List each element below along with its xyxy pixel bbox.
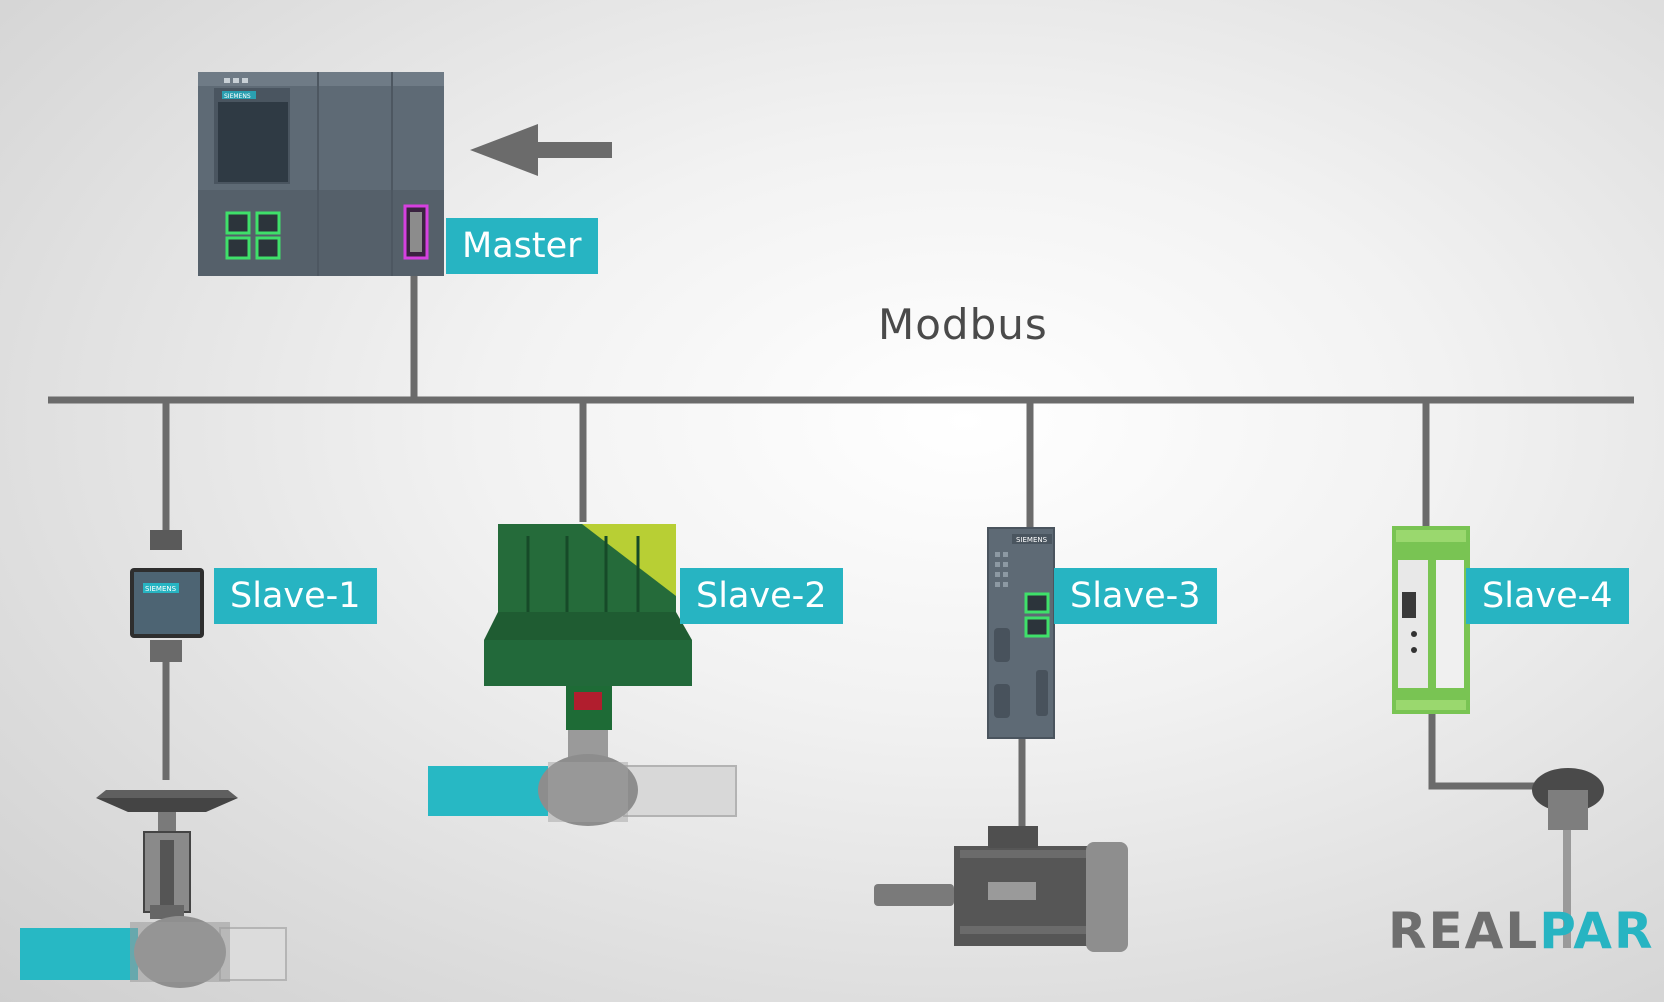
slave3-ethernet-ports-icon	[1024, 592, 1050, 638]
slave3-brand-text: SIEMENS	[1016, 536, 1048, 544]
left-arrow-icon	[470, 124, 612, 176]
plc-ethernet-ports-icon	[225, 211, 281, 260]
slave1-pipe-inlet	[20, 928, 138, 980]
plc-serial-port-icon	[403, 204, 429, 260]
slave4-sensor-line	[1428, 700, 1540, 790]
realpars-logo: REALPAR	[1388, 902, 1654, 960]
slave1-label: Slave-1	[214, 568, 377, 624]
plc-brand-text: SIEMENS	[224, 93, 251, 100]
modbus-label: Modbus	[878, 300, 1048, 349]
slave4-label: Slave-4	[1466, 568, 1629, 624]
logo-part-1: REAL	[1388, 902, 1540, 960]
slave1-control-valve	[20, 790, 287, 988]
slave2-pipe-outlet	[623, 765, 737, 817]
slave2-pipe-inlet	[428, 766, 548, 816]
slave3-label: Slave-3	[1054, 568, 1217, 624]
slave1-transmitter: SIEMENS	[130, 530, 204, 662]
slave3-drive: SIEMENS	[987, 527, 1055, 739]
logo-part-2: PAR	[1539, 902, 1655, 960]
master-label: Master	[446, 218, 598, 274]
slave4-temperature-sensor	[1532, 768, 1604, 948]
plc-display	[218, 102, 288, 182]
slave1-brand-text: SIEMENS	[145, 585, 177, 593]
slave2-label: Slave-2	[680, 568, 843, 624]
master-plc: SIEMENS	[198, 72, 444, 276]
bus-wiring	[48, 272, 1634, 836]
slave4-module	[1392, 526, 1470, 714]
slave2-valve-actuator	[428, 524, 737, 826]
slave1-pipe-outlet	[219, 927, 287, 981]
slave3-motor	[874, 826, 1128, 952]
